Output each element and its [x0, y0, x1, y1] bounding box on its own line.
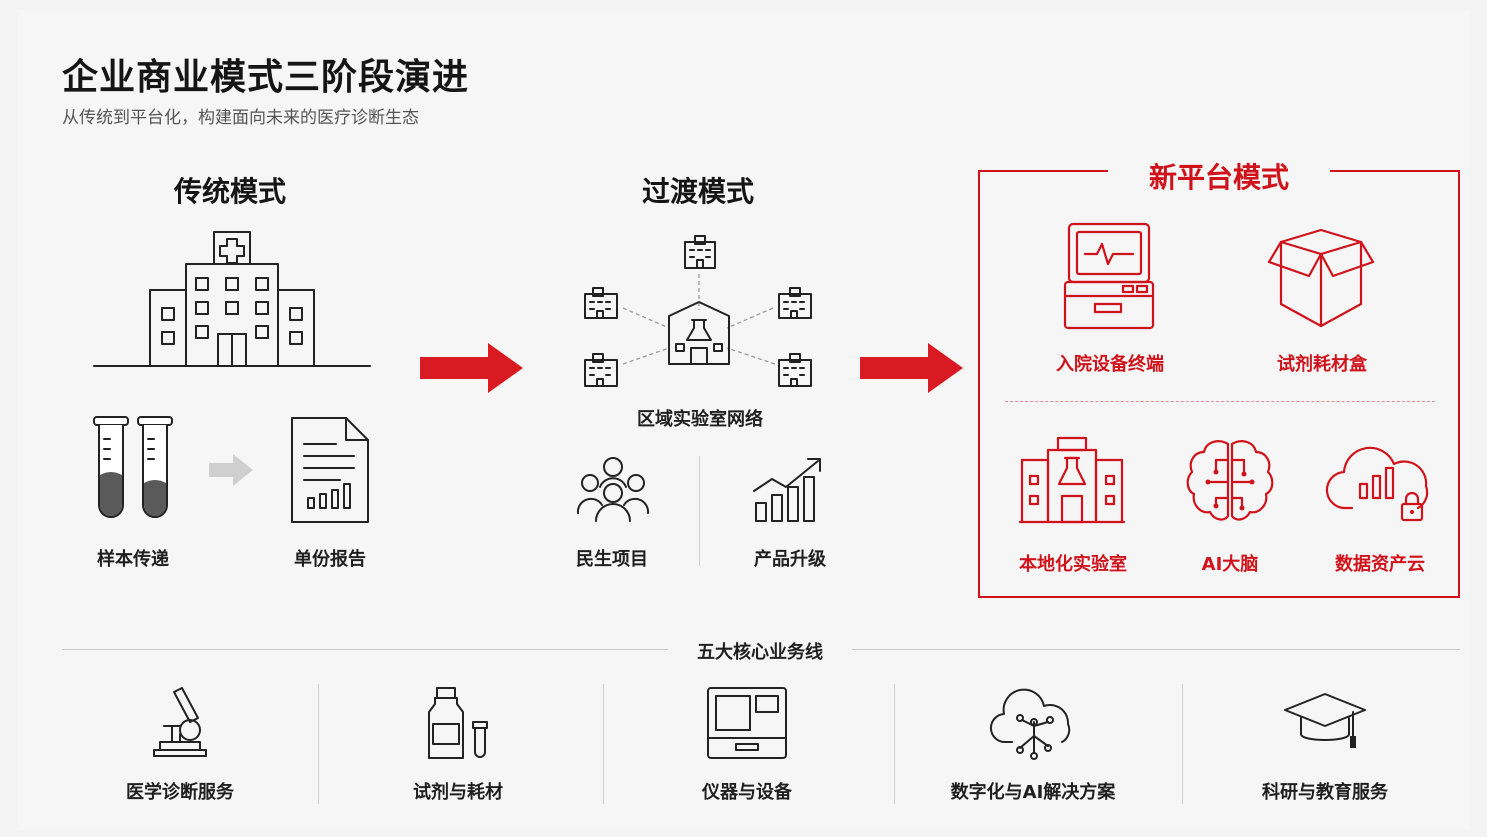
regional-lab-network: [584, 235, 812, 387]
item-data-asset-cloud: 数据资产云: [1335, 554, 1425, 575]
stage-title-traditional: 传统模式: [173, 175, 286, 208]
business-line-instruments: 仪器与设备: [702, 782, 792, 803]
data-cloud-icon: [1325, 446, 1429, 522]
microscope-icon: [153, 687, 207, 757]
page-title: 企业商业模式三阶段演进: [62, 57, 470, 98]
item-local-lab: 本地化实验室: [1019, 554, 1127, 575]
satellite-clinic-icon: [778, 287, 812, 319]
regional-lab-network-label: 区域实验室网络: [637, 409, 763, 430]
satellite-clinic-icon: [684, 235, 716, 269]
reagent-bottle-icon: [428, 687, 488, 759]
item-reagent-box: 试剂耗材盒: [1277, 354, 1367, 375]
stage-title-new-platform: 新平台模式: [1108, 156, 1330, 196]
business-lines-rule-right: [852, 649, 1460, 650]
slide-background: [18, 10, 1469, 830]
stage-arrow-2: [860, 343, 963, 393]
business-divider-3: [894, 684, 895, 804]
report-document-icon: [291, 417, 369, 523]
ai-cloud-icon: [989, 688, 1071, 760]
business-line-medical-diagnosis: 医学诊断服务: [126, 782, 234, 803]
graduation-cap-icon: [1284, 693, 1366, 748]
business-line-reagents: 试剂与耗材: [413, 782, 503, 803]
growth-chart-icon: [753, 458, 821, 522]
instrument-icon: [707, 687, 787, 759]
satellite-clinic-icon: [584, 287, 618, 319]
ai-brain-icon: [1186, 440, 1274, 521]
item-livelihood-projects: 民生项目: [576, 549, 648, 570]
business-divider-2: [603, 684, 604, 804]
business-divider-1: [318, 684, 319, 804]
business-lines-title: 五大核心业务线: [697, 642, 823, 663]
local-lab-icon: [1018, 436, 1126, 524]
new-platform-frame: [978, 170, 1460, 598]
stage-arrow-1: [420, 343, 523, 393]
new-platform-divider: [1005, 401, 1435, 402]
transition-divider: [699, 456, 700, 566]
item-single-report: 单份报告: [294, 549, 366, 570]
business-lines-rule-left: [62, 649, 668, 650]
reagent-box-icon: [1267, 228, 1375, 328]
item-product-upgrade: 产品升级: [754, 549, 826, 570]
device-terminal-icon: [1063, 222, 1155, 330]
business-line-research-education: 科研与教育服务: [1262, 782, 1388, 803]
page-subtitle: 从传统到平台化，构建面向未来的医疗诊断生态: [62, 108, 419, 128]
hospital-icon: [93, 231, 371, 367]
stage-title-transition: 过渡模式: [641, 175, 754, 208]
lab-building-icon: [668, 301, 730, 365]
satellite-clinic-icon: [778, 353, 812, 387]
test-tubes-icon: [93, 416, 173, 518]
business-divider-4: [1182, 684, 1183, 804]
transfer-arrow-icon: [209, 454, 253, 486]
people-group-icon: [576, 457, 650, 522]
item-ai-brain: AI大脑: [1201, 554, 1259, 575]
item-sample-delivery: 样本传递: [97, 549, 169, 570]
satellite-clinic-icon: [584, 353, 618, 387]
business-line-digital-ai: 数字化与AI解决方案: [950, 782, 1116, 803]
item-hospital-terminal: 入院设备终端: [1056, 354, 1164, 375]
